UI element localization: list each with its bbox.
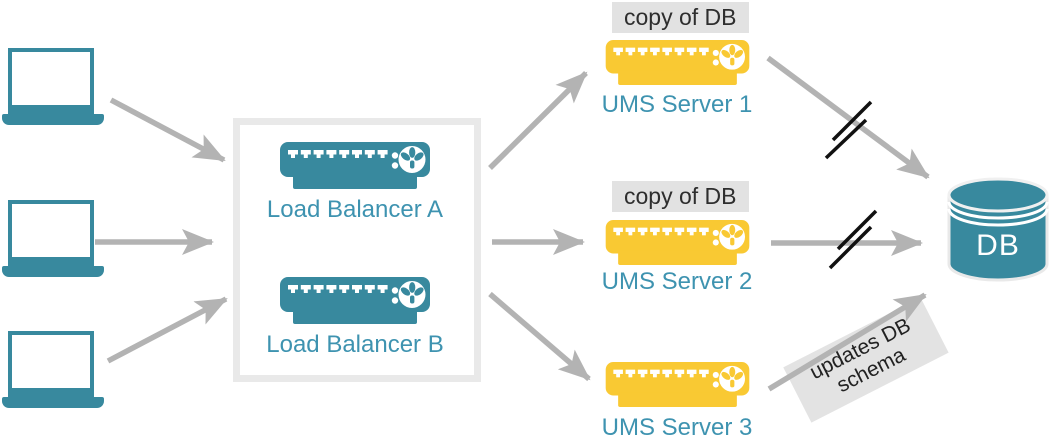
ums-server-3-label: UMS Server 3	[601, 414, 753, 441]
double-slash-break-icon	[831, 100, 873, 142]
ums-server-2-label: UMS Server 2	[601, 268, 753, 295]
laptop-base	[2, 114, 104, 125]
ums-server-1-label: UMS Server 1	[601, 91, 753, 118]
laptop-icon	[8, 331, 94, 397]
rack-server-icon	[605, 220, 750, 265]
rack-server-icon	[605, 362, 750, 407]
flow-arrow-lb-ums1	[488, 71, 588, 170]
rack-server-icon	[280, 277, 430, 324]
double-slash-break-icon	[836, 209, 878, 251]
flow-arrow-client1-lb	[109, 97, 226, 163]
load-balancer-b-label: Load Balancer B	[266, 331, 444, 358]
updates-db-schema-badge: updates DB schema	[783, 297, 949, 423]
flow-arrow-ums1-db	[766, 55, 930, 180]
laptop-icon	[8, 200, 94, 266]
db-label: DB	[976, 229, 1020, 262]
database-cylinder-icon: DB	[947, 177, 1049, 282]
laptop-base	[2, 266, 104, 277]
load-balancer-a-label: Load Balancer A	[266, 196, 444, 223]
double-slash-break-icon	[824, 118, 868, 160]
client-laptop-3	[2, 331, 104, 408]
rack-server-icon	[280, 142, 430, 189]
copy-of-db-badge-2: copy of DB	[612, 181, 749, 212]
double-slash-break-icon	[828, 225, 873, 270]
client-laptop-1	[2, 48, 104, 125]
copy-of-db-badge-1: copy of DB	[612, 2, 749, 33]
flow-arrow-lb-ums3	[488, 291, 591, 382]
client-laptop-2	[2, 200, 104, 277]
rack-server-icon	[605, 40, 750, 85]
laptop-base	[2, 397, 104, 408]
laptop-icon	[8, 48, 94, 114]
flow-arrow-client3-lb	[106, 296, 228, 364]
